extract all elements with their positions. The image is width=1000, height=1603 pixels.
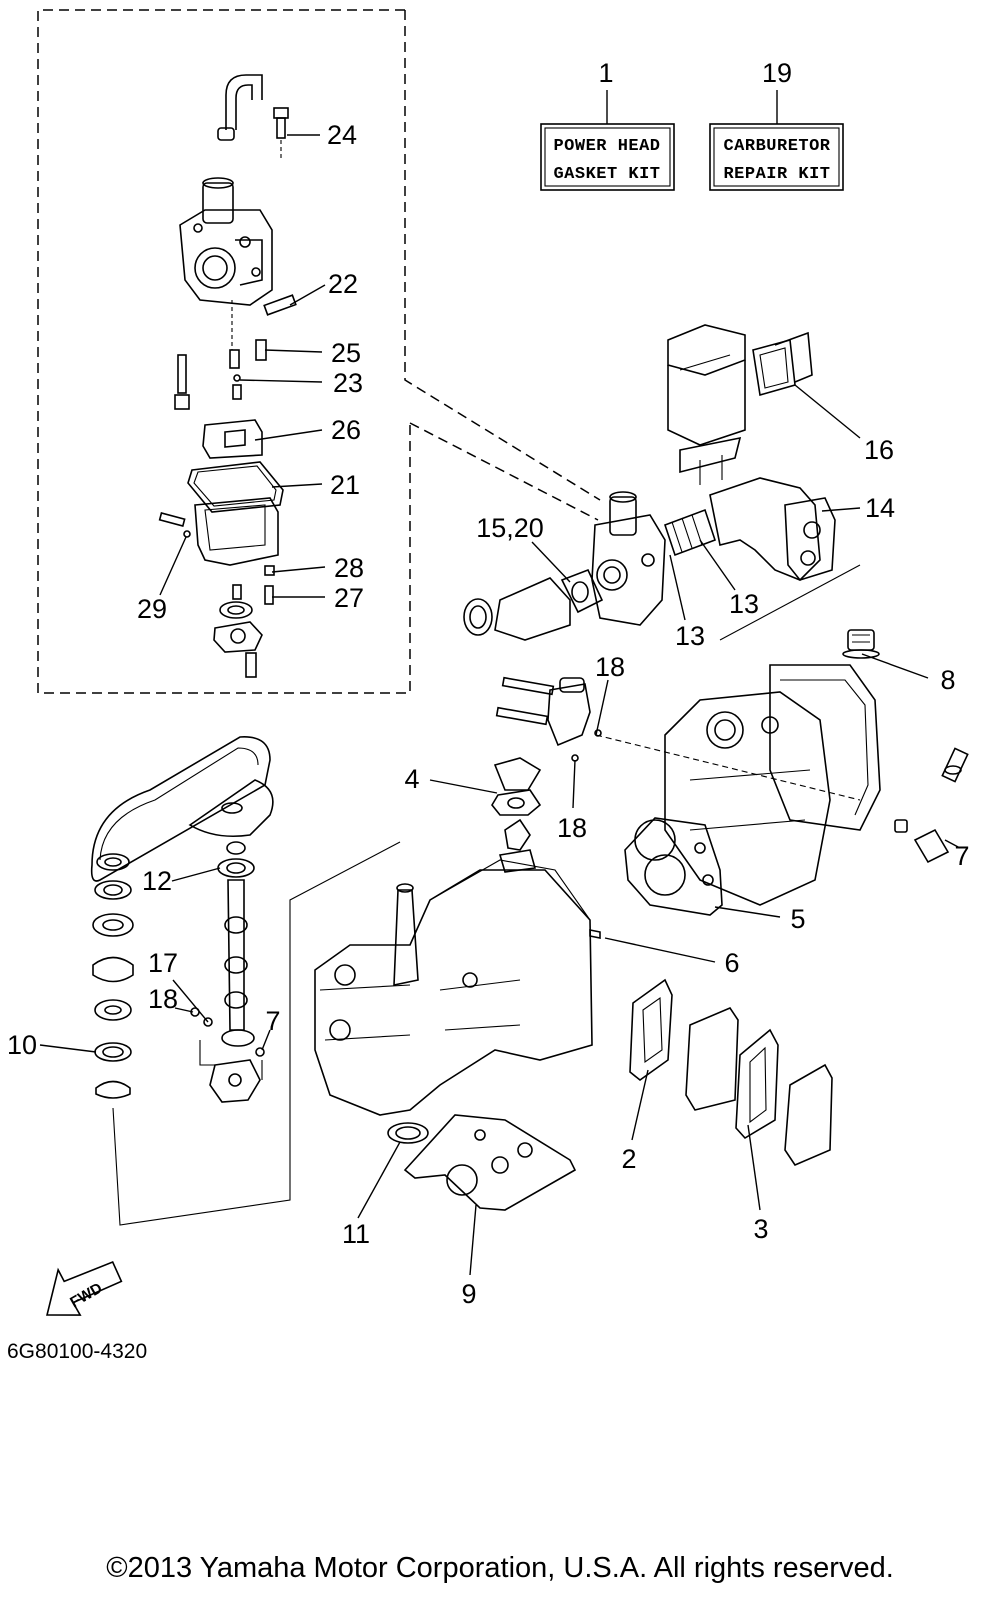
carburetor-exploded [158, 74, 297, 678]
water-cover-parts [491, 757, 542, 873]
callout-17: 17 [148, 948, 178, 978]
callout-numbers: 1 19 24 22 25 23 26 21 28 27 29 16 14 15… [7, 58, 970, 1309]
callout-9: 9 [461, 1279, 476, 1309]
callout-14: 14 [865, 493, 895, 523]
kit-19-line2: REPAIR KIT [723, 165, 830, 184]
callout-5: 5 [790, 904, 805, 934]
callout-12: 12 [142, 866, 172, 896]
callout-7b: 7 [265, 1006, 280, 1036]
cylinder-head-assembly [495, 629, 969, 916]
carburetor-group-outline [37, 9, 601, 694]
callout-11: 11 [342, 1219, 370, 1249]
callout-29: 29 [137, 594, 167, 624]
intake-manifold-assembly [463, 324, 861, 641]
callout-15-20: 15,20 [476, 513, 544, 543]
callout-25: 25 [331, 338, 361, 368]
base-gasket [403, 1114, 577, 1211]
callout-18c: 18 [148, 984, 178, 1014]
callout-2: 2 [621, 1144, 636, 1174]
callout-24: 24 [327, 120, 357, 150]
fwd-label: FWD [67, 1279, 105, 1311]
callout-10: 10 [7, 1030, 37, 1060]
callout-3: 3 [753, 1214, 768, 1244]
callout-22: 22 [328, 269, 358, 299]
callout-13a: 13 [729, 589, 759, 619]
callout-23: 23 [333, 368, 363, 398]
callout-13b: 13 [675, 621, 705, 651]
timing-belt-camshaft [90, 736, 401, 1226]
diagram-code: 6G80100-4320 [7, 1340, 148, 1363]
callout-18a: 18 [595, 652, 625, 682]
callout-19: 19 [762, 58, 792, 88]
callout-21: 21 [330, 470, 360, 500]
exhaust-gaskets [629, 978, 833, 1166]
callout-26: 26 [331, 415, 361, 445]
callout-leaders [39, 134, 961, 1276]
copyright-notice: ©2013 Yamaha Motor Corporation, U.S.A. A… [106, 1552, 894, 1584]
callout-1: 1 [598, 58, 613, 88]
callout-4: 4 [404, 764, 419, 794]
callout-8: 8 [940, 665, 955, 695]
kit-box-carburetor-repair: CARBURETOR REPAIR KIT [709, 90, 844, 191]
fwd-arrow-icon: FWD [46, 1261, 123, 1316]
kit-1-line1: POWER HEAD [553, 137, 660, 156]
callout-7a: 7 [954, 841, 969, 871]
callout-28: 28 [334, 553, 364, 583]
cylinder-block-crankcase [314, 859, 601, 1144]
kit-19-line1: CARBURETOR [723, 137, 830, 156]
kit-box-power-head-gasket: POWER HEAD GASKET KIT [540, 90, 675, 191]
callout-27: 27 [334, 583, 364, 613]
callout-6: 6 [724, 948, 739, 978]
callout-16: 16 [864, 435, 894, 465]
callout-18b: 18 [557, 813, 587, 843]
kit-1-line2: GASKET KIT [553, 165, 660, 184]
